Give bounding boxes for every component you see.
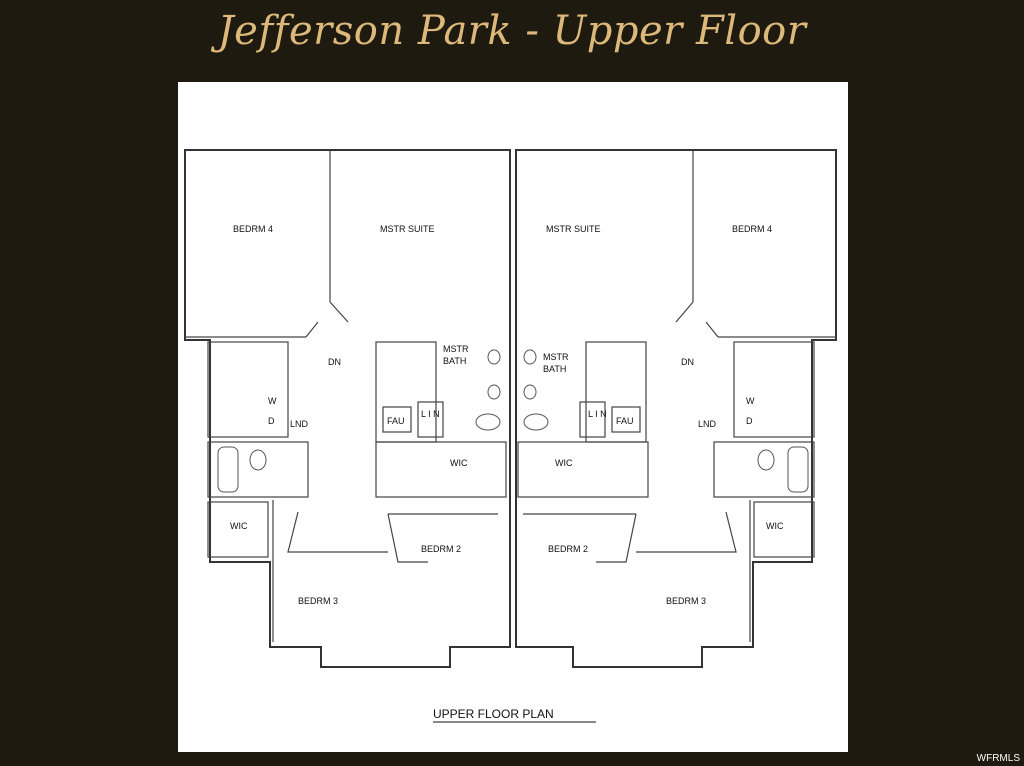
- wic-right-center-label: WIC: [555, 458, 573, 468]
- mstr-bath-left-label-1: MSTR: [443, 344, 469, 354]
- lin-left-label: L I N: [421, 409, 440, 419]
- mstr-bath-left-label-2: BATH: [443, 356, 466, 366]
- wic-left-small-label: WIC: [230, 521, 248, 531]
- left-unit-outline: [184, 149, 511, 668]
- mstr-bath-right-label-1: MSTR: [543, 352, 569, 362]
- dn-right-label: DN: [681, 357, 694, 367]
- bedrm4-right-label: BEDRM 4: [732, 224, 772, 234]
- dn-left-label: DN: [328, 357, 341, 367]
- plan-caption: UPPER FLOOR PLAN: [433, 707, 554, 721]
- mstr-suite-right-label: MSTR SUITE: [546, 224, 601, 234]
- fau-left-label: FAU: [387, 416, 405, 426]
- lnd-left-label: LND: [290, 419, 309, 429]
- wic-right-small-label: WIC: [766, 521, 784, 531]
- fau-right-label: FAU: [616, 416, 634, 426]
- lnd-right-label: LND: [698, 419, 717, 429]
- w-left-label: W: [268, 396, 277, 406]
- d-left-label: D: [268, 416, 275, 426]
- d-right-label: D: [746, 416, 753, 426]
- bedrm2-left-label: BEDRM 2: [421, 544, 461, 554]
- watermark: WFRMLS: [976, 753, 1020, 764]
- bedrm2-right-label: BEDRM 2: [548, 544, 588, 554]
- page-title: Jefferson Park - Upper Floor: [217, 8, 807, 54]
- bedrm3-left-label: BEDRM 3: [298, 596, 338, 606]
- right-unit-outline: [515, 149, 837, 668]
- lin-right-label: L I N: [588, 409, 607, 419]
- mstr-bath-right-label-2: BATH: [543, 364, 566, 374]
- w-right-label: W: [746, 396, 755, 406]
- floor-plan-card: BEDRM 4 MSTR SUITE MSTR BATH LND WIC WIC…: [178, 82, 848, 752]
- bedrm4-left-label: BEDRM 4: [233, 224, 273, 234]
- bedrm3-right-label: BEDRM 3: [666, 596, 706, 606]
- wic-left-center-label: WIC: [450, 458, 468, 468]
- mstr-suite-left-label: MSTR SUITE: [380, 224, 435, 234]
- floor-plan-drawing: BEDRM 4 MSTR SUITE MSTR BATH LND WIC WIC…: [184, 149, 837, 723]
